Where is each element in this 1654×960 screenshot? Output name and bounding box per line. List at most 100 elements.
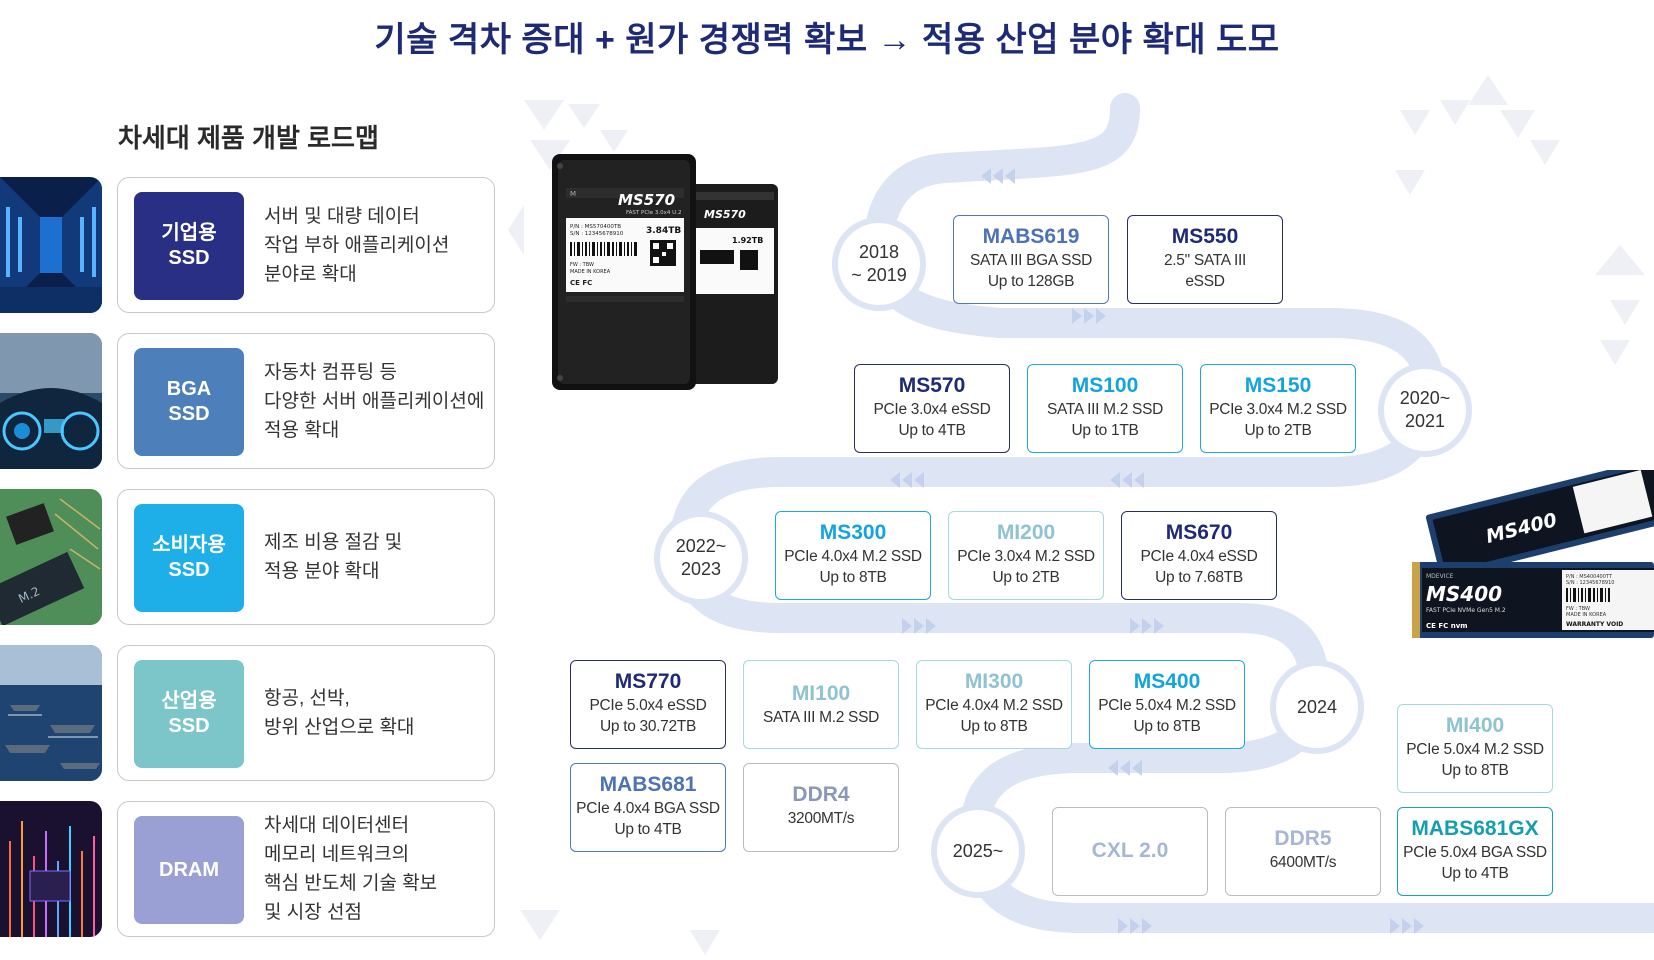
- product-name: CXL 2.0: [1091, 839, 1169, 862]
- product-card-ms150: MS150 PCIe 3.0x4 M.2 SSD Up to 2TB: [1200, 364, 1356, 453]
- segment-badge: BGA SSD: [134, 348, 244, 456]
- year-node-2018-2019: 2018 ~ 2019: [832, 217, 926, 311]
- product-name: MS300: [819, 521, 887, 544]
- product-desc: PCIe 5.0x4 M.2 SSD Up to 8TB: [1098, 697, 1236, 735]
- product-card-ms570: MS570 PCIe 3.0x4 eSSD Up to 4TB: [854, 364, 1010, 453]
- product-name: MS150: [1244, 374, 1312, 397]
- product-desc: PCIe 5.0x4 eSSD Up to 30.72TB: [589, 697, 707, 735]
- product-name: MS670: [1165, 521, 1233, 544]
- product-card-ms300: MS300 PCIe 4.0x4 M.2 SSD Up to 8TB: [775, 511, 931, 600]
- ssd-capacity-small: 1.92TB: [732, 236, 763, 245]
- segment-badge: 산업용 SSD: [134, 660, 244, 768]
- decorative-triangles: [508, 75, 1645, 955]
- product-desc: PCIe 3.0x4 M.2 SSD Up to 2TB: [957, 548, 1095, 586]
- product-desc: SATA III M.2 SSD: [762, 709, 880, 726]
- m2-serial-number: S/N : 12345678910: [1566, 580, 1614, 586]
- barcode-icon: [570, 242, 637, 256]
- product-desc: PCIe 5.0x4 M.2 SSD Up to 8TB: [1406, 741, 1544, 779]
- product-desc: PCIe 4.0x4 M.2 SSD Up to 8TB: [925, 697, 1063, 735]
- product-card-mabs619: MABS619 SATA III BGA SSD Up to 128GB: [953, 215, 1109, 304]
- m2-part-number: P/N : MS400400TT: [1566, 574, 1613, 580]
- svg-text:MDEVICE: MDEVICE: [1426, 573, 1454, 580]
- product-desc: PCIe 3.0x4 M.2 SSD Up to 2TB: [1209, 401, 1347, 439]
- product-name: MS570: [898, 374, 966, 397]
- product-card-ms770: MS770 PCIe 5.0x4 eSSD Up to 30.72TB: [570, 660, 726, 749]
- segment-card-enterprise: 기업용 SSD 서버 및 대량 데이터 작업 부하 애플리케이션 분야로 확대: [117, 177, 495, 313]
- product-card-ms670: MS670 PCIe 4.0x4 eSSD Up to 7.68TB: [1121, 511, 1277, 600]
- segment-badge: 소비자용 SSD: [134, 504, 244, 612]
- product-card-mi200: MI200 PCIe 3.0x4 M.2 SSD Up to 2TB: [948, 511, 1104, 600]
- ssd-brand: MS570: [618, 191, 675, 209]
- ssd-firmware: FW : TBW: [570, 262, 594, 268]
- qr-code-icon: [650, 240, 676, 266]
- product-card-ddr4: DDR4 3200MT/s: [743, 763, 899, 852]
- product-card-mi100: MI100 SATA III M.2 SSD: [743, 660, 899, 749]
- segment-card-bga: BGA SSD 자동차 컴퓨팅 등 다양한 서버 애플리케이션에 적용 확대: [117, 333, 495, 469]
- product-card-ms400: MS400 PCIe 5.0x4 M.2 SSD Up to 8TB: [1089, 660, 1245, 749]
- m2-ssd-product-image: MS400 MDEVICE MS400 FAST PCIe NVMe Gen5 …: [1412, 470, 1654, 638]
- chip-circuit-image: [0, 801, 102, 937]
- product-name: DDR4: [792, 783, 850, 806]
- svg-text:M: M: [570, 190, 576, 198]
- year-node-2024: 2024: [1270, 660, 1364, 754]
- product-name: MI200: [996, 521, 1056, 544]
- product-desc: SATA III M.2 SSD Up to 1TB: [1046, 401, 1164, 439]
- year-node-2020-2021: 2020~ 2021: [1378, 363, 1472, 457]
- ssd-subtitle: FAST PCIe 3.0x4 U.2: [626, 210, 681, 216]
- product-name: MABS681: [599, 773, 697, 796]
- product-desc: PCIe 4.0x4 BGA SSD Up to 4TB: [576, 800, 720, 838]
- server-room-image: [0, 177, 102, 313]
- segment-description: 차세대 데이터센터 메모리 네트워크의 핵심 반도체 기술 확보 및 시장 선점: [264, 815, 438, 923]
- product-desc: PCIe 4.0x4 eSSD Up to 7.68TB: [1140, 548, 1258, 586]
- product-desc: 6400MT/s: [1269, 854, 1337, 871]
- product-desc: PCIe 3.0x4 eSSD Up to 4TB: [873, 401, 991, 439]
- product-name: MS550: [1171, 225, 1239, 248]
- segment-badge: 기업용 SSD: [134, 192, 244, 300]
- segment-card-dram: DRAM 차세대 데이터센터 메모리 네트워크의 핵심 반도체 기술 확보 및 …: [117, 801, 495, 937]
- m2-made-in: MADE IN KOREA: [1566, 612, 1607, 618]
- product-name: MS400: [1133, 670, 1201, 693]
- product-desc: 2.5" SATA III eSSD: [1163, 252, 1246, 290]
- m2-brand: MS400: [1426, 582, 1502, 606]
- product-name: MS770: [614, 670, 682, 693]
- product-card-mabs681: MABS681 PCIe 4.0x4 BGA SSD Up to 4TB: [570, 763, 726, 852]
- m2-warranty: WARRANTY VOID: [1566, 621, 1623, 628]
- segment-description: 자동차 컴퓨팅 등 다양한 서버 애플리케이션에 적용 확대: [264, 361, 485, 441]
- product-desc: PCIe 5.0x4 BGA SSD Up to 4TB: [1403, 844, 1547, 882]
- segment-card-industrial: 산업용 SSD 항공, 선박, 방위 산업으로 확대: [117, 645, 495, 781]
- product-name: DDR5: [1274, 827, 1332, 850]
- product-card-cxl2: CXL 2.0: [1052, 807, 1208, 896]
- ssd-cert-marks: CE FC: [570, 279, 592, 287]
- segment-badge: DRAM: [134, 816, 244, 924]
- product-name: MI100: [791, 682, 851, 705]
- segment-description: 서버 및 대량 데이터 작업 부하 애플리케이션 분야로 확대: [264, 205, 450, 285]
- product-card-mabs681gx: MABS681GX PCIe 5.0x4 BGA SSD Up to 4TB: [1397, 807, 1553, 896]
- product-card-ms550: MS550 2.5" SATA III eSSD: [1127, 215, 1283, 304]
- segment-description: 제조 비용 절감 및 적용 분야 확대: [264, 532, 403, 582]
- m2-cert-marks: CE FC nvm: [1426, 622, 1468, 630]
- path-arrows: [890, 168, 1424, 934]
- ssd-capacity: 3.84TB: [646, 226, 681, 236]
- product-card-mi400: MI400 PCIe 5.0x4 M.2 SSD Up to 8TB: [1397, 704, 1553, 793]
- product-desc: SATA III BGA SSD Up to 128GB: [969, 252, 1093, 290]
- segment-description: 항공, 선박, 방위 산업으로 확대: [264, 688, 415, 738]
- product-desc: 3200MT/s: [787, 810, 855, 827]
- product-name: MS100: [1071, 374, 1139, 397]
- product-name: MI300: [964, 670, 1024, 693]
- product-name: MABS619: [982, 225, 1080, 248]
- navy-fleet-image: [0, 645, 102, 781]
- roadmap-subtitle: 차세대 제품 개발 로드맵: [118, 123, 379, 153]
- ssd-product-image: MS570 1.92TB M MS570 FAST PCIe 3.0x4 U.2…: [552, 154, 778, 390]
- product-name: MI400: [1445, 714, 1505, 737]
- product-card-ms100: MS100 SATA III M.2 SSD Up to 1TB: [1027, 364, 1183, 453]
- product-name: MABS681GX: [1411, 817, 1539, 840]
- ssd-brand-small: MS570: [704, 208, 746, 221]
- year-node-2025: 2025~: [931, 804, 1025, 898]
- year-node-2022-2023: 2022~ 2023: [654, 511, 748, 605]
- product-card-ddr5: DDR5 6400MT/s: [1225, 807, 1381, 896]
- circuit-board-image: M.2: [0, 489, 102, 625]
- product-desc: PCIe 4.0x4 M.2 SSD Up to 8TB: [784, 548, 922, 586]
- car-dashboard-image: [0, 333, 102, 469]
- segment-card-consumer: 소비자용 SSD 제조 비용 절감 및 적용 분야 확대: [117, 489, 495, 625]
- ssd-made-in: MADE IN KOREA: [570, 269, 611, 275]
